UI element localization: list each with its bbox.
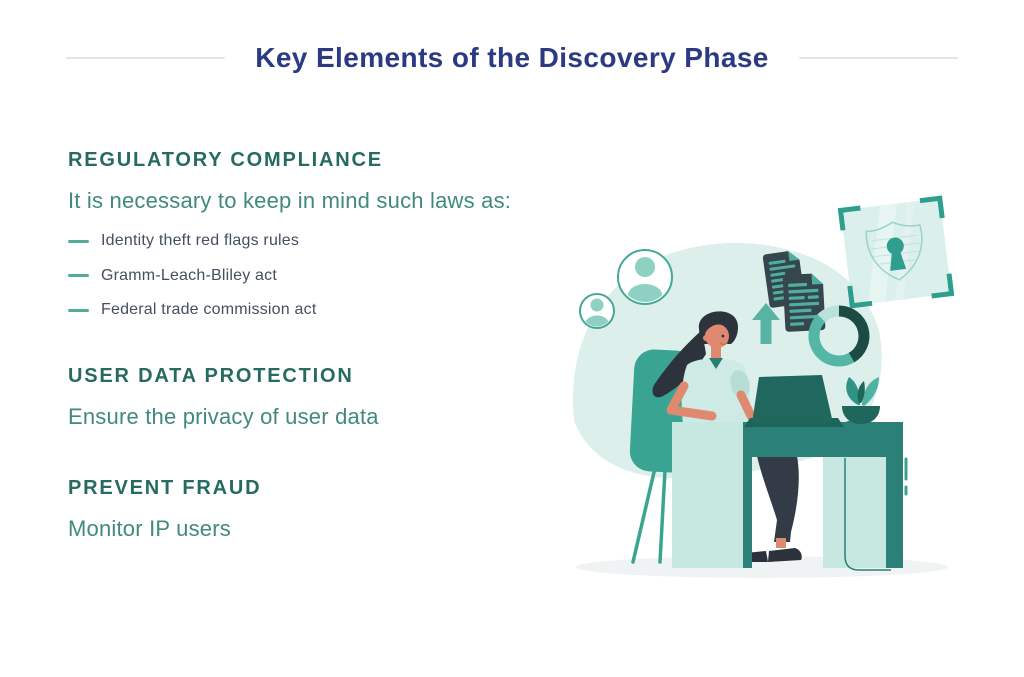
background-blob [572,242,882,479]
section-subtitle: It is necessary to keep in mind such law… [68,188,512,213]
section-heading: USER DATA PROTECTION [68,365,354,387]
shoe-front [768,548,802,562]
header: Key Elements of the Discovery Phase [0,42,1024,74]
desk-right-side [886,457,903,568]
left-arm [666,381,717,421]
desk-left-leg [743,457,752,568]
desk [672,422,908,571]
desk-front-panel [672,422,743,568]
collar [709,358,723,369]
dash-icon [68,274,89,278]
laptop-base [744,418,844,427]
hair [698,311,738,344]
dash-icon [68,239,89,243]
list-item-label: Identity theft red flags rules [101,232,300,250]
face [705,324,729,348]
list-item: Gramm-Leach-Bliley act [68,259,511,294]
laptop-screen [752,375,833,423]
section-heading: REGULATORY COMPLIANCE [68,149,383,171]
section-user-data-protection: USER DATA PROTECTION Ensure the privacy … [68,365,379,429]
section-subtitle: Ensure the privacy of user data [68,404,379,429]
woman-working [652,311,802,562]
list-item: Identity theft red flags rules [68,224,511,259]
law-list: Identity theft red flags rules Gramm-Lea… [68,224,511,328]
ponytail [652,330,706,398]
user-avatar-icon [579,249,673,329]
documents-icon [762,251,826,332]
right-sleeve [730,370,750,398]
section-heading: PREVENT FRAUD [68,477,262,499]
drawer-outline [844,458,891,571]
shield-keyhole-icon [865,221,923,281]
floor-shadow [576,556,948,578]
ankle [776,538,786,548]
laptop-cable [844,420,858,430]
hair-fringe [704,319,732,333]
scan-frame-icon [837,195,955,309]
list-item-label: Federal trade commission act [101,301,317,319]
desk-top [743,422,903,457]
section-subtitle: Monitor IP users [68,516,231,541]
plant-icon [842,377,880,424]
shoe-back [740,551,768,562]
page-title: Key Elements of the Discovery Phase [255,42,769,73]
divider-right [798,57,958,59]
section-prevent-fraud: PREVENT FRAUD Monitor IP users [68,477,261,541]
legs [757,456,799,542]
ear [703,335,709,341]
desk-drawer-unit [823,457,886,568]
divider-left [66,57,226,59]
smile [719,342,728,346]
eye [721,334,725,338]
torso [681,358,750,424]
section-regulatory-compliance: REGULATORY COMPLIANCE It is necessary to… [68,149,511,328]
laptop-icon [744,375,858,430]
donut-chart-icon [808,305,870,367]
list-item-label: Gramm-Leach-Bliley act [101,266,278,284]
dash-icon [68,308,89,312]
upload-arrow-icon [752,303,780,344]
list-item: Federal trade commission act [68,293,511,328]
right-arm [736,390,756,421]
office-chair [629,349,697,564]
